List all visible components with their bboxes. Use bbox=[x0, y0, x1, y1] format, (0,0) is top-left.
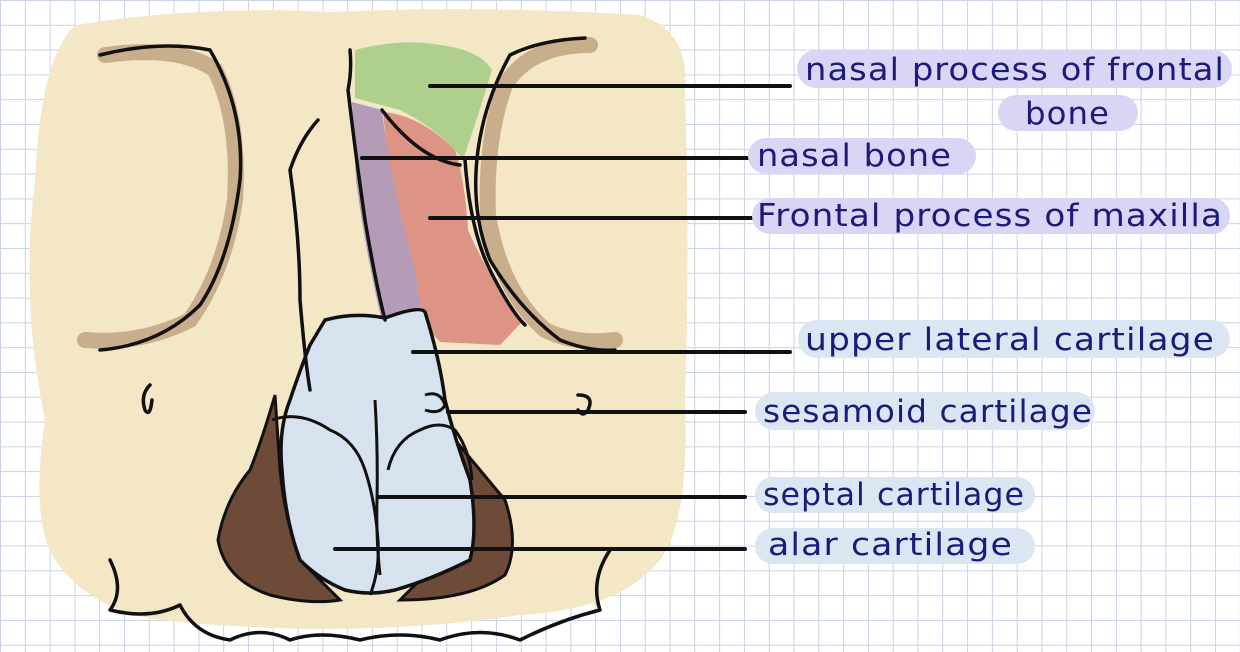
label-frontal-process-maxilla: Frontal process of maxilla bbox=[757, 198, 1223, 234]
label-nasal-process-frontal-line1: nasal process of frontal bbox=[805, 52, 1225, 88]
label-septal-cartilage: septal cartilage bbox=[763, 477, 1025, 513]
label-alar-cartilage: alar cartilage bbox=[768, 527, 1013, 563]
label-nasal-process-frontal-line2: bone bbox=[1025, 96, 1110, 132]
label-sesamoid-cartilage: sesamoid cartilage bbox=[763, 394, 1093, 430]
label-upper-lateral-cartilage: upper lateral cartilage bbox=[805, 322, 1215, 358]
label-nasal-bone: nasal bone bbox=[757, 138, 952, 174]
